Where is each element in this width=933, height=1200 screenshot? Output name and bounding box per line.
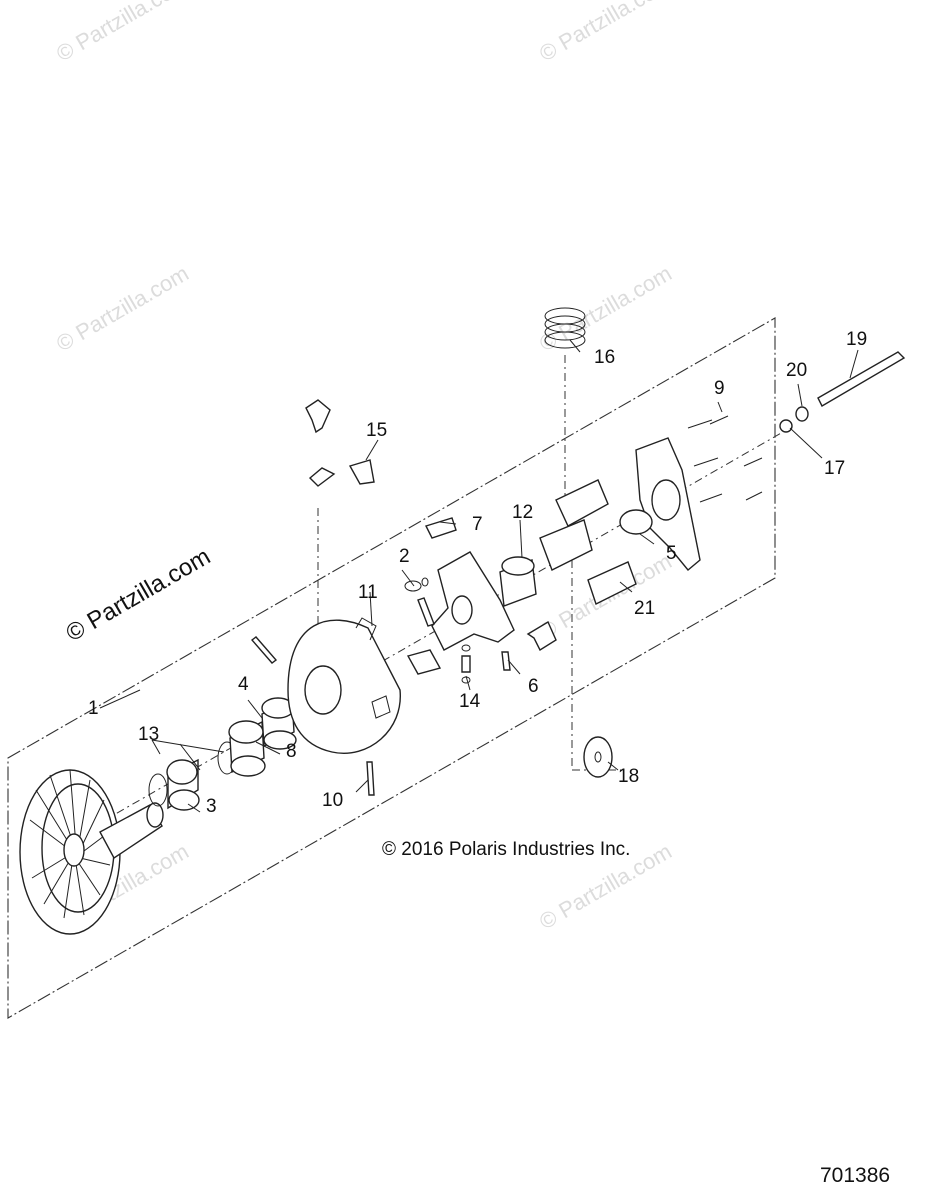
watermark-top-right: © Partzilla.com (535, 0, 676, 66)
callout-13: 13 (138, 724, 159, 745)
callout-15: 15 (366, 420, 387, 441)
washer-20 (795, 406, 809, 422)
pin-10 (366, 761, 375, 796)
callout-2: 2 (399, 546, 410, 567)
bolt-19 (817, 351, 906, 407)
callout-16: 16 (594, 347, 615, 368)
copyright-notice: © 2016 Polaris Industries Inc. (382, 839, 630, 860)
washer-18 (583, 736, 613, 778)
watermark-prominent: © Partzilla.com (62, 543, 216, 647)
callout-1: 1 (88, 698, 99, 719)
weight-arm-15 (305, 399, 375, 487)
fixed-sheave-fan (19, 769, 164, 935)
roller-hardware (404, 577, 471, 684)
callout-20: 20 (786, 360, 807, 381)
callout-14: 14 (459, 691, 481, 712)
callout-5: 5 (666, 543, 677, 564)
callout-6: 6 (528, 676, 539, 697)
pin-upper (250, 636, 278, 664)
callout-8: 8 (286, 741, 297, 762)
watermark-mid-left: © Partzilla.com (52, 261, 193, 357)
callout-12: 12 (512, 502, 533, 523)
nut-17 (779, 419, 793, 433)
washer-18-hole (594, 751, 602, 763)
callout-4: 4 (238, 674, 249, 695)
callout-9: 9 (714, 378, 725, 399)
bracket-7 (425, 517, 457, 539)
callout-11: 11 (358, 582, 378, 603)
bracket-21 (587, 561, 637, 605)
callout-7: 7 (472, 514, 483, 535)
spring-16 (544, 307, 586, 349)
cover-bracket (539, 479, 609, 571)
assembly-boundary (7, 317, 776, 1019)
callout-17: 17 (824, 458, 845, 479)
callout-layer: 1 2 3 4 5 6 7 8 9 10 11 12 13 14 15 16 1… (88, 329, 867, 817)
callout-19: 19 (846, 329, 867, 350)
callout-21: 21 (634, 598, 655, 619)
bushing-3 (166, 758, 200, 811)
bushing-12 (499, 556, 537, 607)
diagram-reference-number: 701386 (820, 1164, 890, 1187)
spider (431, 551, 515, 651)
leader-lines (99, 339, 859, 813)
callout-3: 3 (206, 796, 217, 817)
moveable-sheave (287, 617, 401, 754)
callout-18: 18 (618, 766, 639, 787)
cover-plate-5 (619, 437, 701, 571)
bushing-8 (228, 720, 266, 777)
watermark-top-left: © Partzilla.com (52, 0, 193, 66)
bolts-9 (687, 415, 763, 503)
clip-right (526, 620, 557, 652)
clip-6 (501, 651, 511, 671)
callout-10: 10 (322, 790, 343, 811)
